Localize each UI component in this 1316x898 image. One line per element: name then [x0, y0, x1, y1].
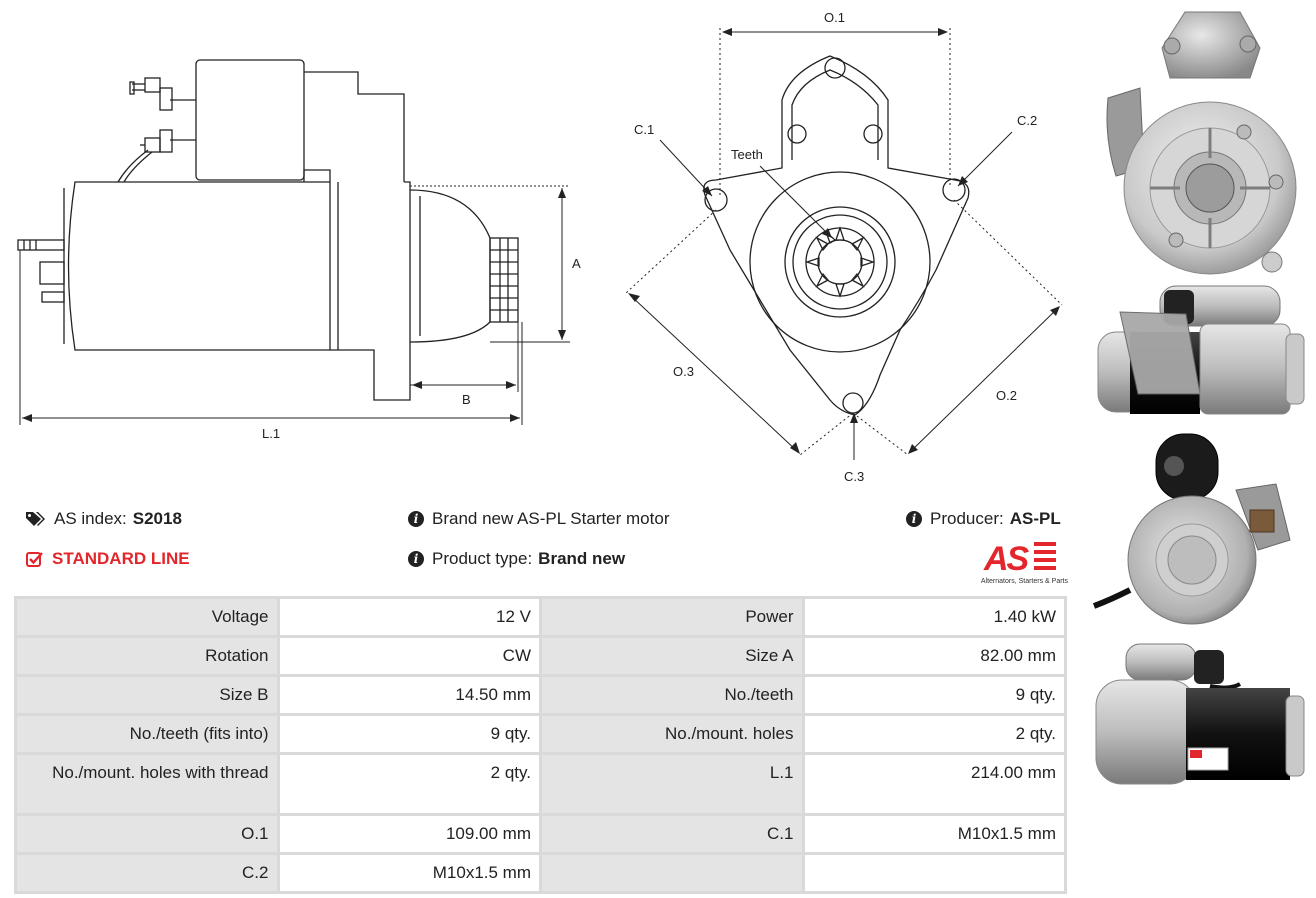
- product-description: i Brand new AS-PL Starter motor: [408, 509, 669, 529]
- check-square-icon: [26, 552, 43, 567]
- table-row: Rotation CW Size A 82.00 mm: [17, 638, 1064, 674]
- side-view-drawing: L.1 B A: [17, 59, 581, 441]
- label-b: B: [462, 392, 471, 407]
- spec-label: Size B: [17, 677, 277, 713]
- table-row: Size B 14.50 mm No./teeth 9 qty.: [17, 677, 1064, 713]
- table-row: Voltage 12 V Power 1.40 kW: [17, 599, 1064, 635]
- as-logo-mark: AS: [983, 540, 1056, 578]
- as-index: AS index: S2018: [26, 509, 182, 529]
- label-teeth: Teeth: [731, 147, 763, 162]
- product-photo-side-label[interactable]: [1090, 640, 1312, 790]
- label-a: A: [572, 256, 581, 271]
- product-photo-rear[interactable]: [1090, 430, 1312, 626]
- logo-tagline: Alternators, Starters & Parts: [980, 578, 1068, 585]
- spec-value: 2 qty.: [279, 755, 539, 813]
- spec-value: 82.00 mm: [804, 638, 1064, 674]
- spec-label: Size A: [542, 638, 802, 674]
- label-l1: L.1: [262, 426, 280, 441]
- producer: i Producer: AS-PL: [906, 509, 1061, 529]
- label-o1: O.1: [824, 10, 845, 25]
- spec-label: C.2: [17, 855, 277, 891]
- spec-label: O.1: [17, 816, 277, 852]
- product-type: i Product type: Brand new: [408, 549, 625, 569]
- table-row: No./teeth (fits into) 9 qty. No./mount. …: [17, 716, 1064, 752]
- label-c2: C.2: [1017, 113, 1037, 128]
- info-icon: i: [906, 511, 922, 527]
- description-text: Brand new AS-PL Starter motor: [432, 509, 670, 528]
- product-type-label: Product type:: [432, 549, 533, 568]
- front-view-drawing: O.1 C.1 C.2 Teeth O.3 O.2 C.3: [625, 10, 1063, 484]
- spec-label: No./teeth (fits into): [17, 716, 277, 752]
- spec-value: 9 qty.: [804, 677, 1064, 713]
- product-photo-side[interactable]: [1090, 284, 1312, 420]
- logo-text: AS: [983, 540, 1030, 574]
- label-o3: O.3: [673, 364, 694, 379]
- spec-value: 14.50 mm: [279, 677, 539, 713]
- specifications-table: Voltage 12 V Power 1.40 kW Rotation CW S…: [14, 596, 1067, 894]
- producer-value: AS-PL: [1009, 509, 1061, 528]
- spec-value: [804, 855, 1064, 891]
- spec-label: C.1: [542, 816, 802, 852]
- spec-label: No./mount. holes: [542, 716, 802, 752]
- standard-line: STANDARD LINE: [26, 549, 190, 569]
- info-icon: i: [408, 551, 424, 567]
- spec-label: [542, 855, 802, 891]
- spec-label: Voltage: [17, 599, 277, 635]
- as-pl-logo: AS Alternators, Starters & Parts: [964, 538, 1068, 585]
- label-c3: C.3: [844, 469, 864, 484]
- label-o2: O.2: [996, 388, 1017, 403]
- as-index-label: AS index:: [54, 509, 127, 528]
- spec-value: 12 V: [279, 599, 539, 635]
- spec-label: Rotation: [17, 638, 277, 674]
- table-row: C.2 M10x1.5 mm: [17, 855, 1064, 891]
- spec-value: 214.00 mm: [804, 755, 1064, 813]
- spec-value: M10x1.5 mm: [804, 816, 1064, 852]
- info-icon: i: [408, 511, 424, 527]
- spec-value: 9 qty.: [279, 716, 539, 752]
- spec-value: 1.40 kW: [804, 599, 1064, 635]
- spec-value: M10x1.5 mm: [279, 855, 539, 891]
- producer-label: Producer:: [930, 509, 1004, 528]
- spec-label: L.1: [542, 755, 802, 813]
- label-c1: C.1: [634, 122, 654, 137]
- spec-label: No./teeth: [542, 677, 802, 713]
- spec-label: No./mount. holes with thread: [17, 755, 277, 813]
- product-type-value: Brand new: [538, 549, 626, 568]
- spec-value: 2 qty.: [804, 716, 1064, 752]
- spec-value: 109.00 mm: [279, 816, 539, 852]
- standard-line-label: STANDARD LINE: [52, 549, 190, 568]
- spec-value: CW: [279, 638, 539, 674]
- tags-icon: [26, 512, 45, 526]
- table-row: O.1 109.00 mm C.1 M10x1.5 mm: [17, 816, 1064, 852]
- spec-label: Power: [542, 599, 802, 635]
- as-index-value: S2018: [132, 509, 182, 528]
- product-photo-front[interactable]: [1090, 8, 1312, 280]
- specifications-body: Voltage 12 V Power 1.40 kW Rotation CW S…: [17, 599, 1064, 891]
- table-row: No./mount. holes with thread 2 qty. L.1 …: [17, 755, 1064, 813]
